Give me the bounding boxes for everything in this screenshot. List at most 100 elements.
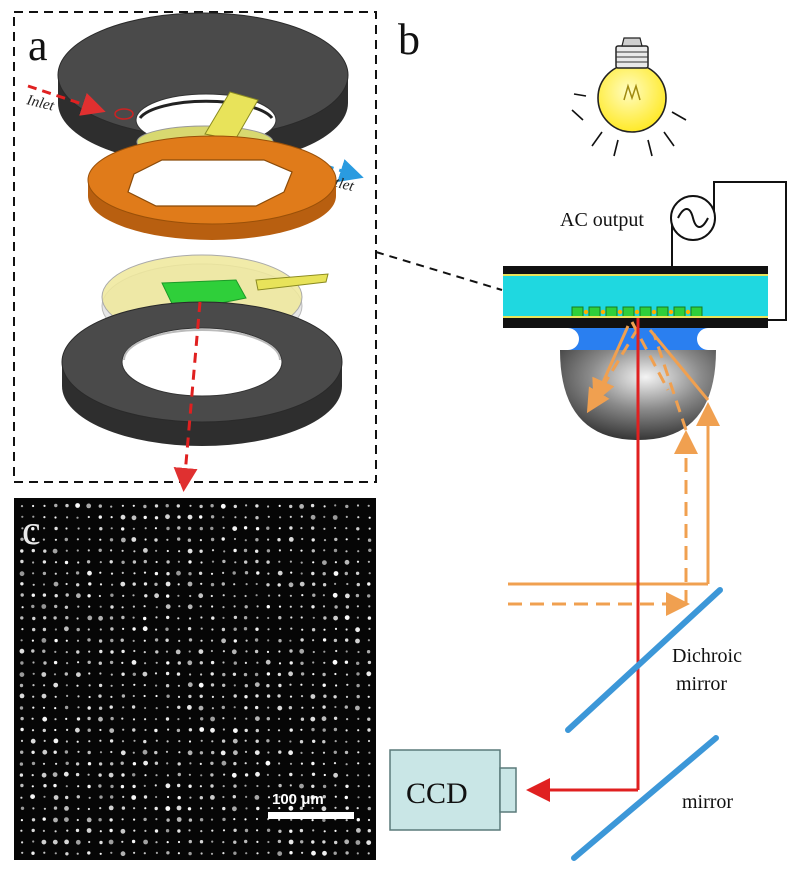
- panel-b: b AC output: [389, 15, 787, 861]
- fluorescent-dot: [88, 650, 91, 653]
- fluorescent-dot: [357, 516, 360, 519]
- fluorescent-dot: [198, 682, 204, 688]
- fluorescent-dot: [143, 504, 147, 509]
- fluorescent-dot: [42, 571, 47, 576]
- fluorescent-dot: [76, 516, 79, 519]
- fluorescent-dot: [210, 660, 215, 665]
- fluorescent-dot: [122, 594, 125, 598]
- fluorescent-dot: [20, 549, 24, 553]
- fluorescent-dot: [300, 717, 305, 721]
- fluorescent-dot: [122, 728, 125, 731]
- fluorescent-dot: [21, 606, 24, 609]
- fluorescent-dot: [345, 763, 348, 766]
- fluorescent-dot: [167, 795, 170, 799]
- fluorescent-dot: [132, 728, 136, 732]
- fluorescent-dot: [266, 526, 270, 530]
- fluorescent-dot: [76, 672, 81, 677]
- fluorescent-dot: [30, 738, 36, 744]
- fluorescent-dot: [143, 739, 147, 744]
- fluorescent-dot: [64, 806, 69, 811]
- fluorescent-dot: [142, 671, 148, 677]
- emission-light-path: [526, 318, 640, 802]
- fluorescent-dot: [132, 762, 137, 766]
- fluorescent-dot: [87, 851, 91, 855]
- fluorescent-dot: [334, 705, 337, 709]
- fluorescent-dot: [31, 729, 35, 732]
- fluorescent-dot: [188, 784, 192, 788]
- fluorescent-dot: [187, 682, 193, 688]
- fluorescent-dot: [165, 806, 171, 811]
- fluorescent-dot: [332, 592, 338, 598]
- fluorescent-dot: [155, 661, 158, 664]
- fluorescent-dot: [290, 616, 293, 619]
- fluorescent-dot: [346, 683, 349, 686]
- fluorescent-dot: [267, 796, 271, 799]
- fluorescent-dot: [322, 740, 326, 744]
- fluorescent-dot: [356, 560, 360, 563]
- fluorescent-dot: [277, 583, 281, 587]
- fluorescent-dot: [345, 538, 348, 541]
- fluorescent-dot: [31, 639, 34, 642]
- fluorescent-dot: [222, 806, 226, 811]
- ac-output-label: AC output: [560, 209, 644, 231]
- fluorescent-dot-array: [19, 503, 372, 857]
- fluorescent-dot: [155, 549, 158, 552]
- fluorescent-dot: [334, 784, 337, 787]
- fluorescent-dot: [20, 739, 24, 743]
- fluorescent-dot: [132, 751, 135, 754]
- fluorescent-dot: [255, 739, 259, 743]
- fluorescent-dot: [322, 850, 327, 856]
- fluorescent-dot: [233, 717, 237, 720]
- fluorescent-dot: [32, 807, 35, 810]
- fluorescent-dot: [312, 650, 315, 654]
- fluorescent-dot: [233, 605, 236, 608]
- fluorescent-dot: [367, 660, 372, 665]
- fluorescent-dot: [210, 852, 214, 855]
- fluorescent-dot: [222, 559, 226, 564]
- fluorescent-dot: [54, 628, 58, 631]
- fluorescent-dot: [19, 683, 24, 688]
- fluorescent-dot: [356, 683, 360, 688]
- fluorescent-dot: [143, 515, 147, 520]
- fluorescent-dot: [165, 684, 170, 688]
- fluorescent-dot: [20, 796, 23, 799]
- fluorescent-dot: [222, 695, 225, 699]
- fluorescent-dot: [200, 627, 203, 630]
- fluorescent-dot: [31, 828, 35, 833]
- fluorescent-dot: [368, 762, 371, 765]
- fluorescent-dot: [166, 818, 170, 822]
- fluorescent-dot: [255, 559, 259, 564]
- fluorescent-dot: [31, 750, 35, 754]
- fluorescent-dot: [222, 795, 225, 799]
- fluorescent-dot: [267, 616, 270, 620]
- fluorescent-dot: [110, 695, 113, 699]
- fluorescent-dot: [233, 548, 237, 553]
- fluorescent-dot: [43, 504, 46, 507]
- fluorescent-dot: [110, 716, 114, 721]
- fluorescent-dot: [345, 851, 349, 855]
- fluorescent-dot: [31, 537, 35, 542]
- fluorescent-dot: [199, 796, 203, 800]
- fluorescent-dot: [356, 852, 359, 855]
- fluorescent-dot: [98, 818, 102, 822]
- fluorescent-dot: [120, 750, 126, 756]
- fluorescent-dot: [88, 740, 91, 743]
- fluorescent-dot: [154, 784, 157, 787]
- fluorescent-dot: [120, 784, 125, 789]
- fluorescent-dot: [77, 695, 80, 698]
- fluorescent-dot: [64, 672, 69, 676]
- fluorescent-dot: [199, 515, 203, 519]
- fluorescent-dot: [265, 659, 271, 665]
- fluorescent-dot: [76, 717, 81, 721]
- fluorescent-dot: [64, 705, 69, 710]
- panel-a: a Inlet Outlet: [13, 11, 377, 492]
- fluorescent-dot: [142, 749, 148, 755]
- fluorescent-dot: [277, 717, 281, 721]
- fluorescent-dot: [166, 615, 170, 620]
- fluorescent-dot: [278, 549, 281, 552]
- fluorescent-dot: [244, 571, 249, 575]
- fluorescent-dot: [20, 783, 24, 788]
- fluorescent-dot: [165, 604, 171, 609]
- fluorescent-dot: [166, 538, 169, 541]
- fluorescent-dot: [244, 773, 249, 777]
